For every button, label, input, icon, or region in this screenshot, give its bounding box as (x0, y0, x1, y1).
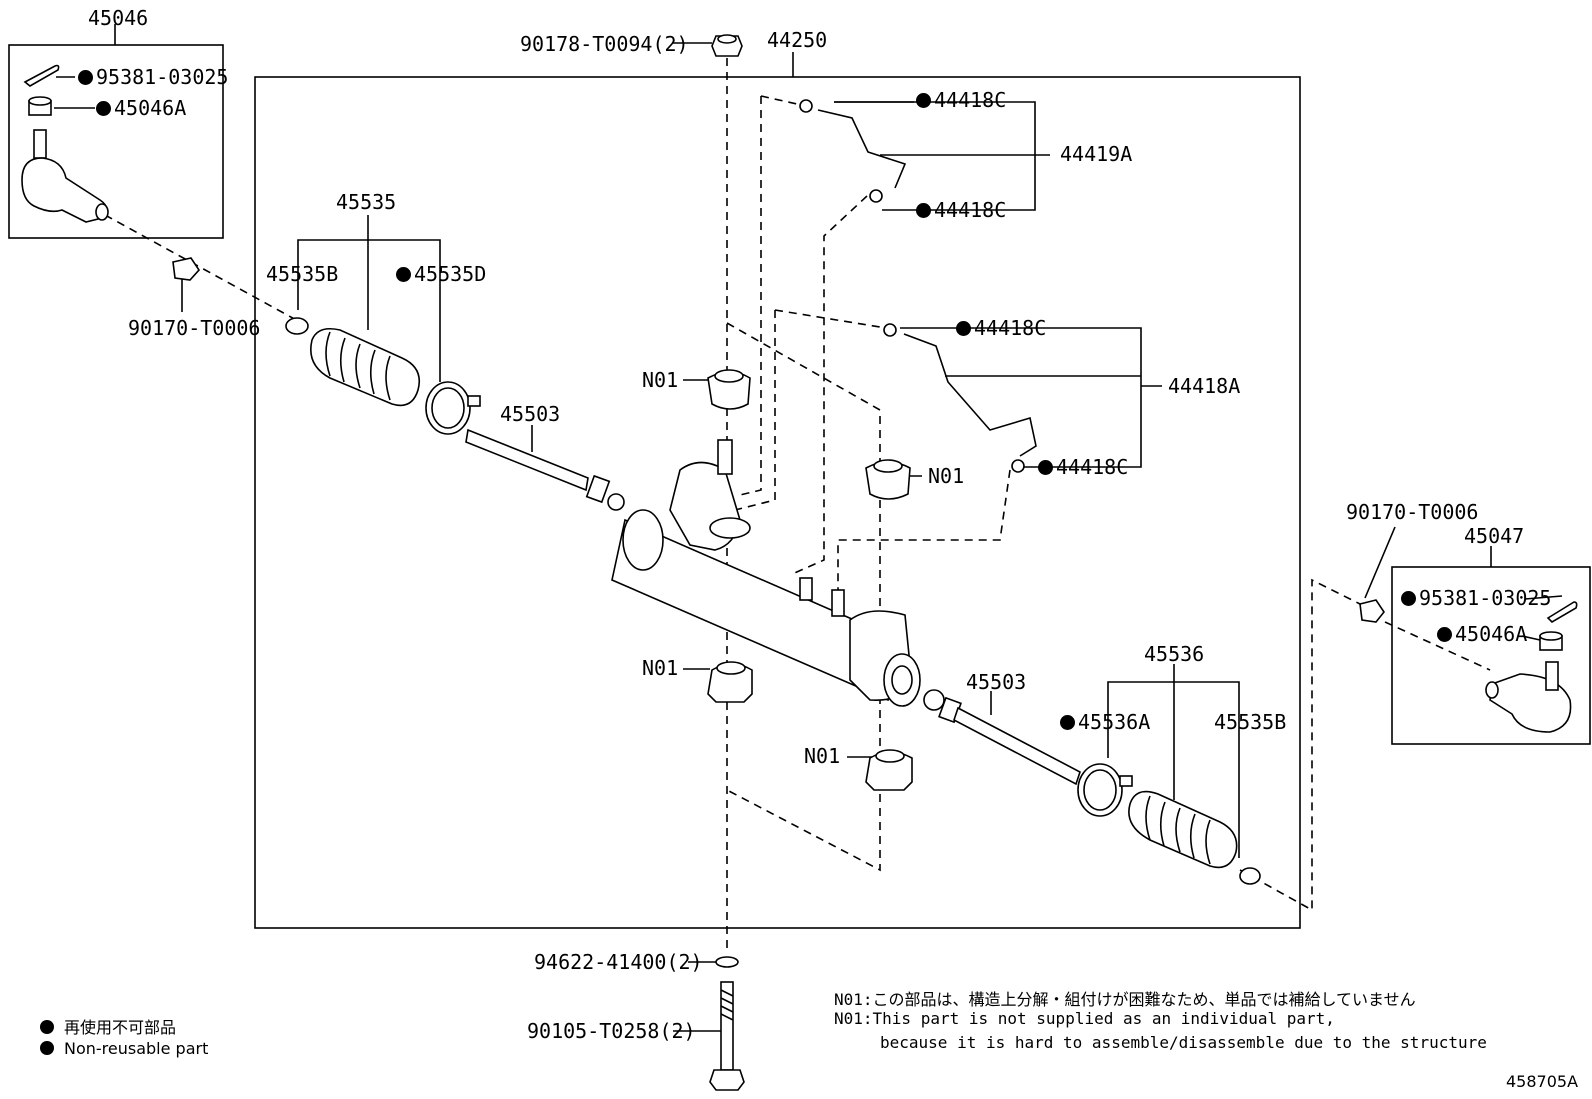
non-reusable-dot-icon (40, 1041, 54, 1055)
bushing-right-top (865, 459, 911, 500)
label-45535: 45535 (336, 190, 397, 214)
boot-clamp-lh (425, 381, 481, 435)
bushing-left-lower (707, 661, 753, 703)
castle-nut-lh (28, 96, 52, 116)
label-45046A-lh: 45046A (96, 98, 186, 118)
non-reusable-dot-icon (916, 203, 931, 218)
bushing-right-lower (865, 749, 913, 791)
tube-upper (799, 99, 907, 203)
label-90170-T0006-rh: 90170-T0006 (1346, 500, 1479, 524)
note-en-2: because it is hard to assemble/disassemb… (880, 1033, 1487, 1052)
note-en-1: N01:This part is not supplied as an indi… (834, 1009, 1335, 1028)
legend-en: Non-reusable part (40, 1039, 208, 1058)
label-44418A: 44418A (1168, 374, 1241, 398)
label-45536: 45536 (1144, 642, 1205, 666)
boot-clip-rh (1239, 867, 1261, 885)
non-reusable-dot-icon (1437, 627, 1452, 642)
label-45046: 45046 (88, 6, 149, 30)
non-reusable-dot-icon (96, 101, 111, 116)
label-N01-3: N01 (642, 656, 679, 680)
label-45503-rh: 45503 (966, 670, 1027, 694)
label-44418C-4: 44418C (1038, 457, 1128, 477)
label-90105-T0258: 90105-T0258(2) (527, 1019, 696, 1043)
bushing-top (707, 369, 751, 410)
boot-clip-lh (285, 317, 309, 335)
cotter-pin-lh (23, 64, 60, 87)
washer-part (715, 956, 739, 968)
label-95381-03025-lh: 95381-03025 (78, 67, 228, 87)
tie-rod-end-lh-part (21, 129, 109, 223)
label-45047: 45047 (1464, 524, 1525, 548)
non-reusable-dot-icon (1401, 591, 1416, 606)
label-45536A: 45536A (1060, 712, 1150, 732)
non-reusable-dot-icon (78, 70, 93, 85)
tie-rod-end-rh-part (1485, 661, 1572, 733)
rack-end-lh-part (465, 428, 625, 511)
label-44418C-1: 44418C (916, 90, 1006, 110)
nut-right-tie-rod (1359, 599, 1385, 623)
nut-top (711, 34, 743, 57)
non-reusable-dot-icon (916, 93, 931, 108)
boot-clamp-rh (1077, 763, 1133, 817)
boot-lh (310, 327, 421, 407)
label-N01-1: N01 (642, 368, 679, 392)
note-jp: N01:この部品は、構造上分解・組付けが困難なため、単品では補給していません (834, 990, 1416, 1009)
label-44250: 44250 (767, 28, 828, 52)
label-45535D: 45535D (396, 264, 486, 284)
label-90170-T0006-lh: 90170-T0006 (128, 316, 261, 340)
tie-rod-end-lh-box (8, 44, 224, 239)
non-reusable-dot-icon (1060, 715, 1075, 730)
assembly-frame (254, 76, 1301, 929)
tube-lower (883, 323, 1037, 473)
rack-end-rh-part (923, 689, 1081, 786)
non-reusable-dot-icon (956, 321, 971, 336)
non-reusable-dot-icon (40, 1020, 54, 1034)
label-44418C-3: 44418C (956, 318, 1046, 338)
legend-jp: 再使用不可部品 (40, 1014, 176, 1038)
label-44419A: 44419A (1060, 142, 1133, 166)
label-45535B-rh: 45535B (1214, 710, 1287, 734)
label-94622-41400: 94622-41400(2) (534, 950, 703, 974)
boot-rh (1128, 790, 1238, 869)
castle-nut-rh (1539, 631, 1563, 651)
label-45535B-lh: 45535B (266, 262, 339, 286)
non-reusable-dot-icon (1038, 460, 1053, 475)
illustration-id: 458705A (1506, 1072, 1579, 1091)
cotter-pin-rh (1546, 601, 1578, 624)
non-reusable-dot-icon (396, 267, 411, 282)
rack-housing (611, 439, 921, 707)
label-95381-03025-rh: 95381-03025 (1401, 588, 1551, 608)
bolt-part (709, 981, 745, 1091)
label-45503-lh: 45503 (500, 402, 561, 426)
label-N01-2: N01 (928, 464, 965, 488)
label-44418C-2: 44418C (916, 200, 1006, 220)
nut-left-tie-rod (172, 257, 201, 281)
label-90178-T0094: 90178-T0094(2) (520, 32, 689, 56)
label-45046A-rh: 45046A (1437, 624, 1527, 644)
label-N01-4: N01 (804, 744, 841, 768)
